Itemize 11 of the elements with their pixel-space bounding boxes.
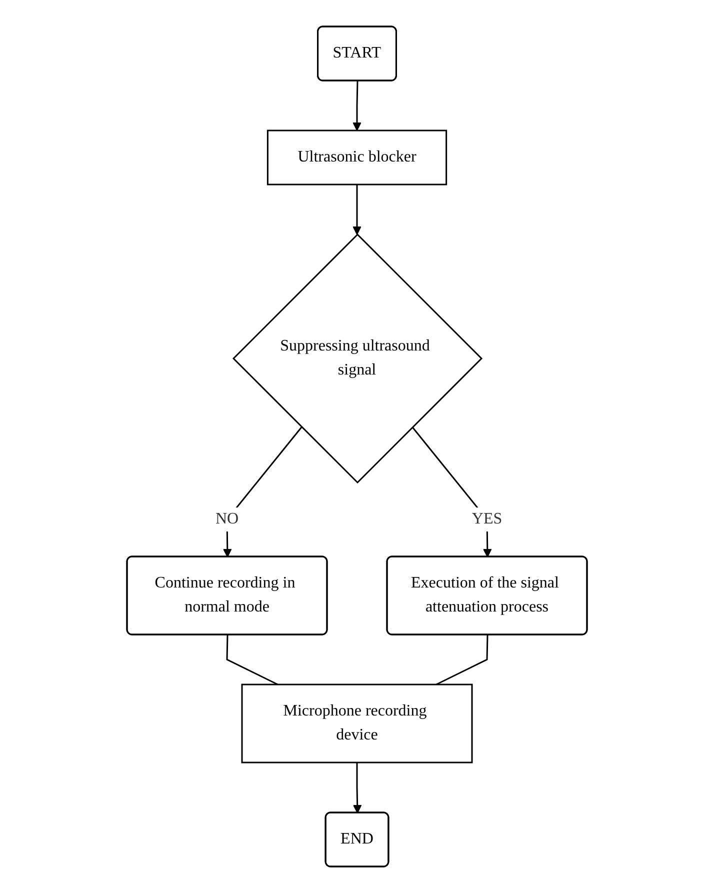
node-diamond: Suppressing ultrasound signal <box>232 233 482 484</box>
edge-label: YES <box>471 510 502 528</box>
connector <box>435 634 488 686</box>
node-box: Microphone recording device <box>240 684 472 764</box>
arrow <box>222 426 302 558</box>
node-box: Ultrasonic blocker <box>266 130 447 186</box>
connector <box>226 634 278 686</box>
arrow <box>352 80 361 131</box>
arrow <box>352 762 362 814</box>
edge-label: NO <box>214 510 238 528</box>
arrow <box>352 184 361 235</box>
